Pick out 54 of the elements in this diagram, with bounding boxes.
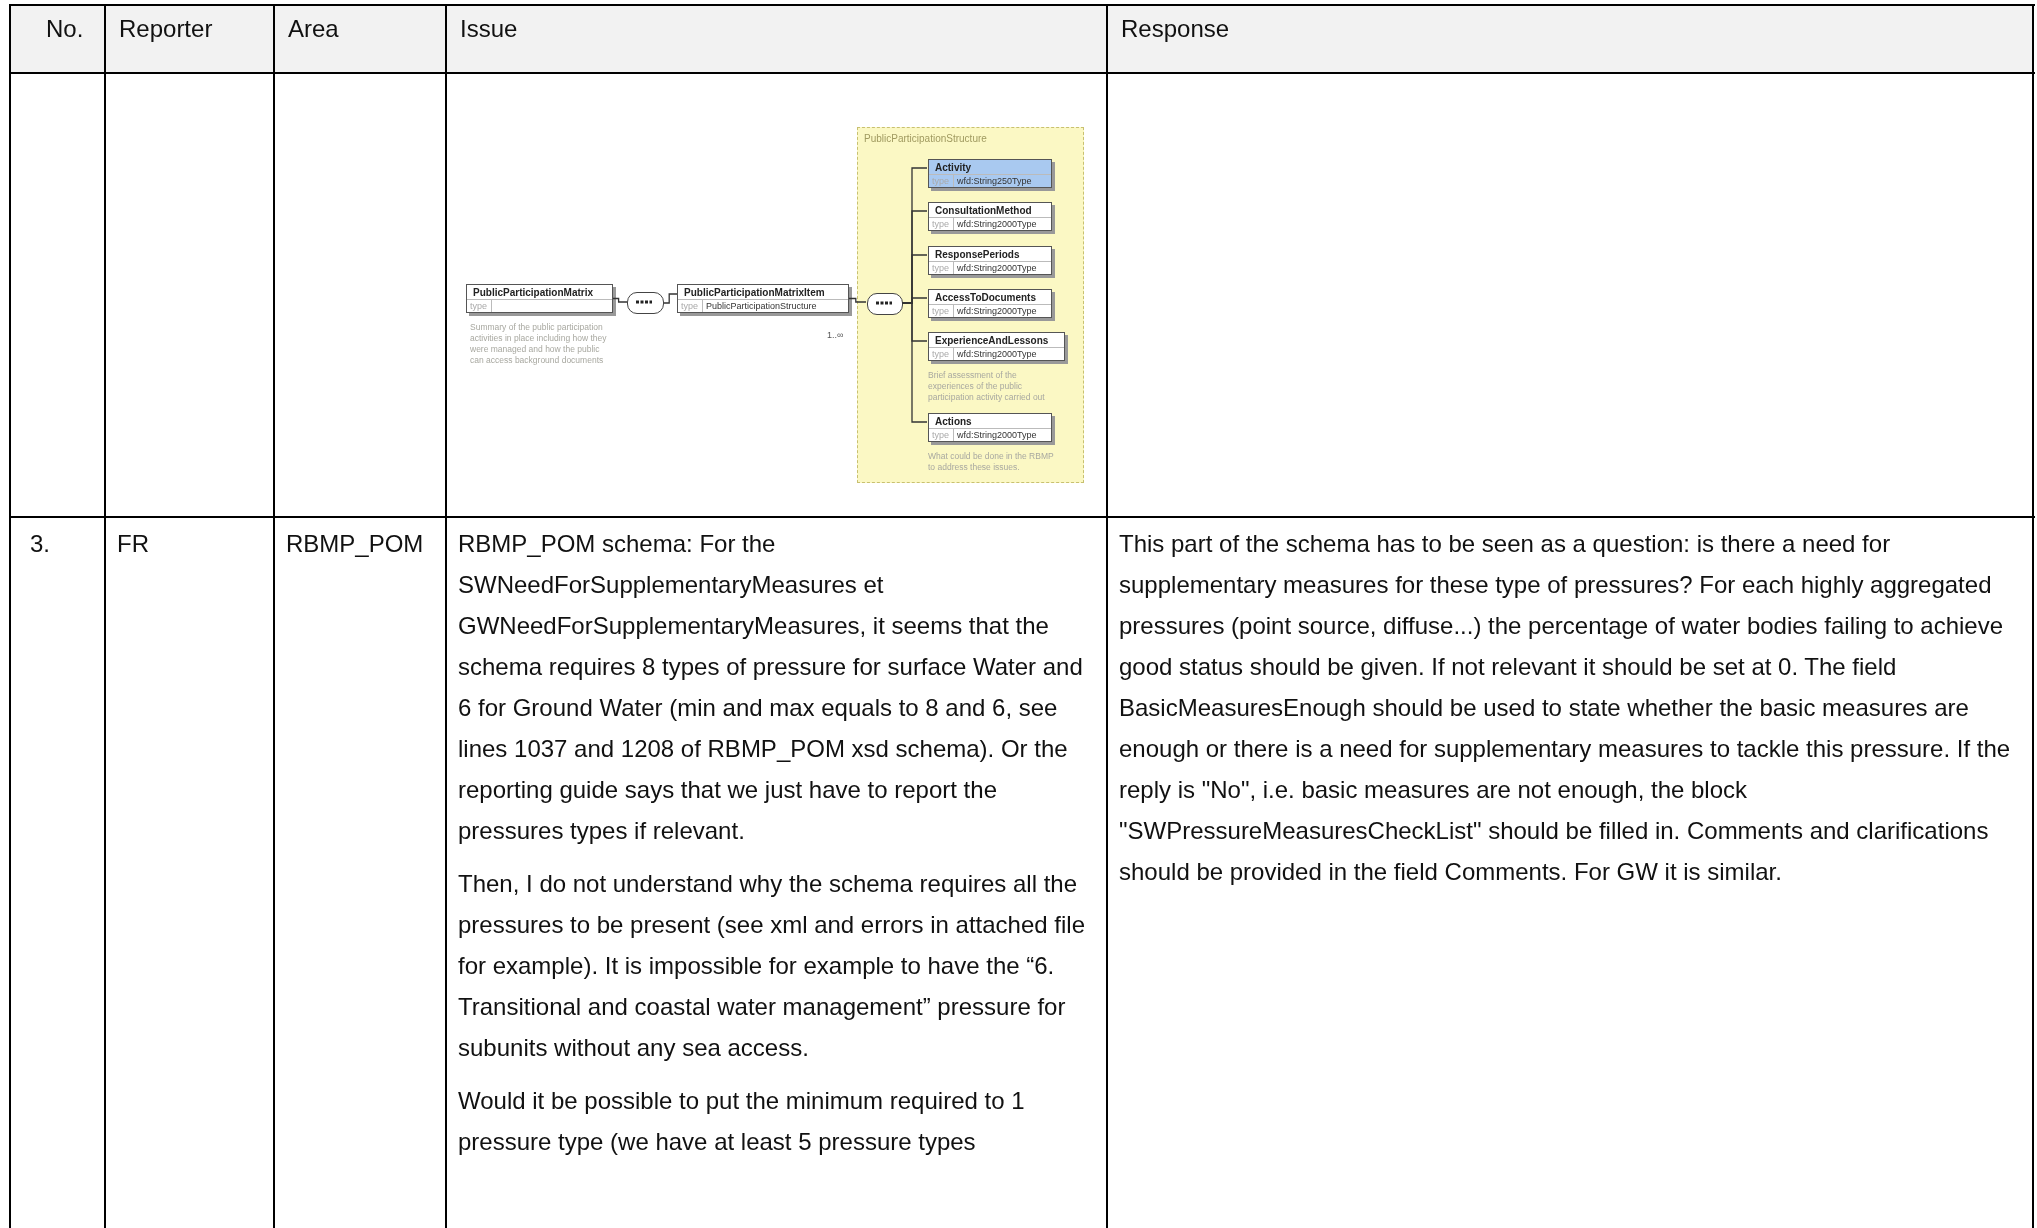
connector-line [663,293,678,304]
schema-element [466,284,613,313]
element-name: ConsultationMethod [934,204,1033,217]
sequence-compositor [867,293,903,315]
element-name: PublicParticipationMatrixItem [683,286,826,299]
row-number: 3. [30,529,51,559]
issue-paragraph: Then, I do not understand why the schema requires all the pressures to be present (see xml and errors in attached file for example). It is impossible for example to have the “6. Transitional and coastal water management” pressure for subunits without any sea access. [458,869,1086,1063]
type-keyword: type [929,429,954,441]
column-header: Area [288,14,339,44]
type-value: PublicParticipationStructure [705,300,818,312]
element-description: What could be done in the RBMP to address these issues. [928,451,1055,473]
type-keyword: type [929,262,954,274]
element-name: AccessToDocuments [934,291,1037,304]
type-keyword: type [929,175,954,187]
group-title: PublicParticipationStructure [864,133,987,144]
element-name: ExperienceAndLessons [934,334,1050,347]
column-header: Issue [460,14,518,44]
multiplicity-label: 1..∞ [827,330,845,341]
element-description: Summary of the public participation activities in place including how they were managed and how the public can access background documents [470,322,608,366]
connector-line [848,297,867,303]
schema-element [677,284,849,313]
issue-paragraph: Would it be possible to put the minimum required to 1 pressure type (we have at least 5 pressure types [458,1086,1026,1157]
type-value: wfd:String2000Type [956,262,1038,274]
element-description: Brief assessment of the experiences of the public participation activity carried out [928,370,1046,403]
column-header: Reporter [119,14,213,44]
type-group-panel [857,127,1084,483]
type-value: wfd:String2000Type [956,429,1038,441]
sequence-compositor [627,292,664,314]
type-keyword: type [929,305,954,317]
type-keyword: type [467,300,492,312]
schema-element [928,202,1052,231]
element-name: Activity [934,161,973,174]
type-keyword: type [929,348,954,360]
issue-paragraph: RBMP_POM schema: For the SWNeedForSupplementaryMeasures et GWNeedForSupplementaryMeasures, it seems that the schema requires 8 types of pressure for surface Water and 6 for Ground Water (min and max equals to 8 and 6, see lines 1037 and 1208 of RBMP_POM xsd schema). Or the reporting guide says that we just have to report the pressures types if relevant. [458,529,1084,846]
type-value: wfd:String250Type [956,175,1033,187]
element-name: PublicParticipationMatrix [472,286,595,299]
column-header: No. [46,14,84,44]
response-paragraph: This part of the schema has to be seen as a question: is there a need for supplementary measures for these type of pressures? For each highly aggregated pressures (point source, diffuse...) the percentage of water bodies failing to achieve good status should be given. If not relevant it should be set at 0. The field BasicMeasuresEnough should be used to state whether the basic measures are enough or there is a need for supplementary measures to tackle this pressure. If the reply is "No", i.e. basic measures are not enough, the block "SWPressureMeasuresCheckList" should be filled in. Comments and clarifications should be provided in the field Comments. For GW it is similar. [1119,529,2012,887]
area-text: RBMP_POM [286,529,425,559]
type-value: wfd:String2000Type [956,305,1038,317]
type-keyword: type [929,218,954,230]
type-keyword: type [678,300,703,312]
schema-element [928,246,1052,275]
column-header: Response [1121,14,1230,44]
schema-element [928,332,1065,361]
element-name: Actions [934,415,973,428]
reporter-text: FR [117,529,150,559]
type-value: wfd:String2000Type [956,218,1038,230]
schema-element [928,413,1052,442]
schema-element [928,289,1052,318]
element-name: ResponsePeriods [934,248,1021,261]
schema-element [928,159,1052,188]
type-value: wfd:String2000Type [956,348,1038,360]
connector-line [612,297,628,303]
